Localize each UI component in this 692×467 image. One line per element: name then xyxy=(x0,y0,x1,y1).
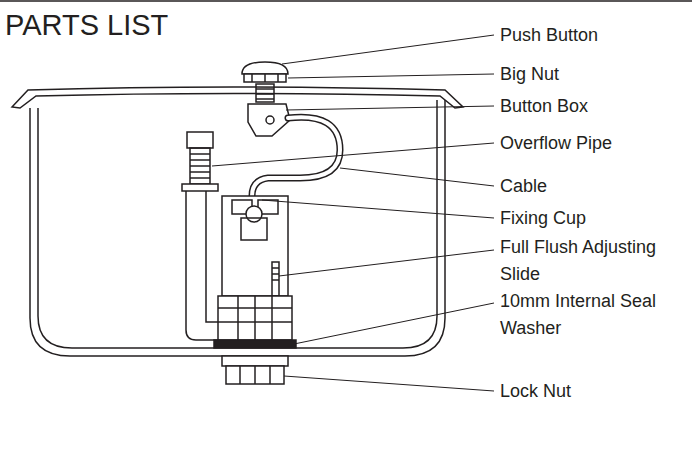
thread xyxy=(256,98,274,100)
flush-valve-body xyxy=(222,196,288,296)
cage-rib xyxy=(237,296,239,340)
button-box-hole xyxy=(266,116,274,124)
part-label: Overflow Pipe xyxy=(500,130,660,157)
part-label: Big Nut xyxy=(500,61,660,88)
part-label: 10mm Internal Seal Washer xyxy=(500,288,660,342)
leader-lines xyxy=(212,35,494,391)
corrugation-line xyxy=(190,171,210,173)
valve-cage xyxy=(218,296,292,340)
cage-rib xyxy=(254,296,256,340)
button-box xyxy=(248,104,290,136)
cistern-tank xyxy=(30,100,445,356)
part-label: Push Button xyxy=(500,22,660,49)
part-label: Lock Nut xyxy=(500,378,660,405)
leader-line xyxy=(284,376,494,391)
cistern-lid xyxy=(12,87,463,108)
slide-mark xyxy=(272,279,279,281)
nut-rib xyxy=(254,366,256,384)
part-label: Fixing Cup xyxy=(500,205,660,232)
leader-line xyxy=(279,250,494,276)
corrugation-line xyxy=(190,165,210,167)
adjusting-slide xyxy=(272,262,279,296)
nut-rib xyxy=(239,366,241,384)
nut-rib xyxy=(264,74,266,82)
diagram-title: PARTS LIST xyxy=(5,8,168,42)
valve-window xyxy=(241,218,267,240)
cage-rib xyxy=(271,296,273,340)
top-rule xyxy=(0,0,692,2)
threaded-tail xyxy=(222,356,288,366)
lock-nut xyxy=(226,366,284,384)
leader-line xyxy=(294,303,494,344)
leader-line xyxy=(212,143,494,166)
part-label: Button Box xyxy=(500,93,660,120)
overflow-corrugation xyxy=(190,148,210,184)
leader-line xyxy=(288,74,494,78)
leader-line xyxy=(286,106,494,110)
corrugation-line xyxy=(190,153,210,155)
thread xyxy=(256,93,274,95)
cable-end xyxy=(246,206,262,222)
cistern-inner-wall xyxy=(38,100,437,348)
seal-washer xyxy=(214,340,296,348)
corrugation-line xyxy=(190,159,210,161)
big-nut xyxy=(244,74,286,82)
slide-mark xyxy=(272,267,279,269)
threaded-stem xyxy=(256,84,274,102)
part-label: Cable xyxy=(500,173,660,200)
push-button xyxy=(242,62,288,74)
overflow-cap xyxy=(187,132,213,148)
corrugation-line xyxy=(190,177,210,179)
nut-rib xyxy=(269,366,271,384)
slide-mark xyxy=(272,273,279,275)
leader-line xyxy=(262,200,494,218)
overflow-collar xyxy=(182,184,218,191)
thread xyxy=(256,88,274,90)
leader-line xyxy=(282,35,494,64)
overflow-pipe xyxy=(186,191,222,340)
nut-rib xyxy=(251,74,253,82)
part-label: Full Flush Adjusting Slide xyxy=(500,234,660,288)
nut-rib xyxy=(277,74,279,82)
leader-line xyxy=(340,168,494,186)
